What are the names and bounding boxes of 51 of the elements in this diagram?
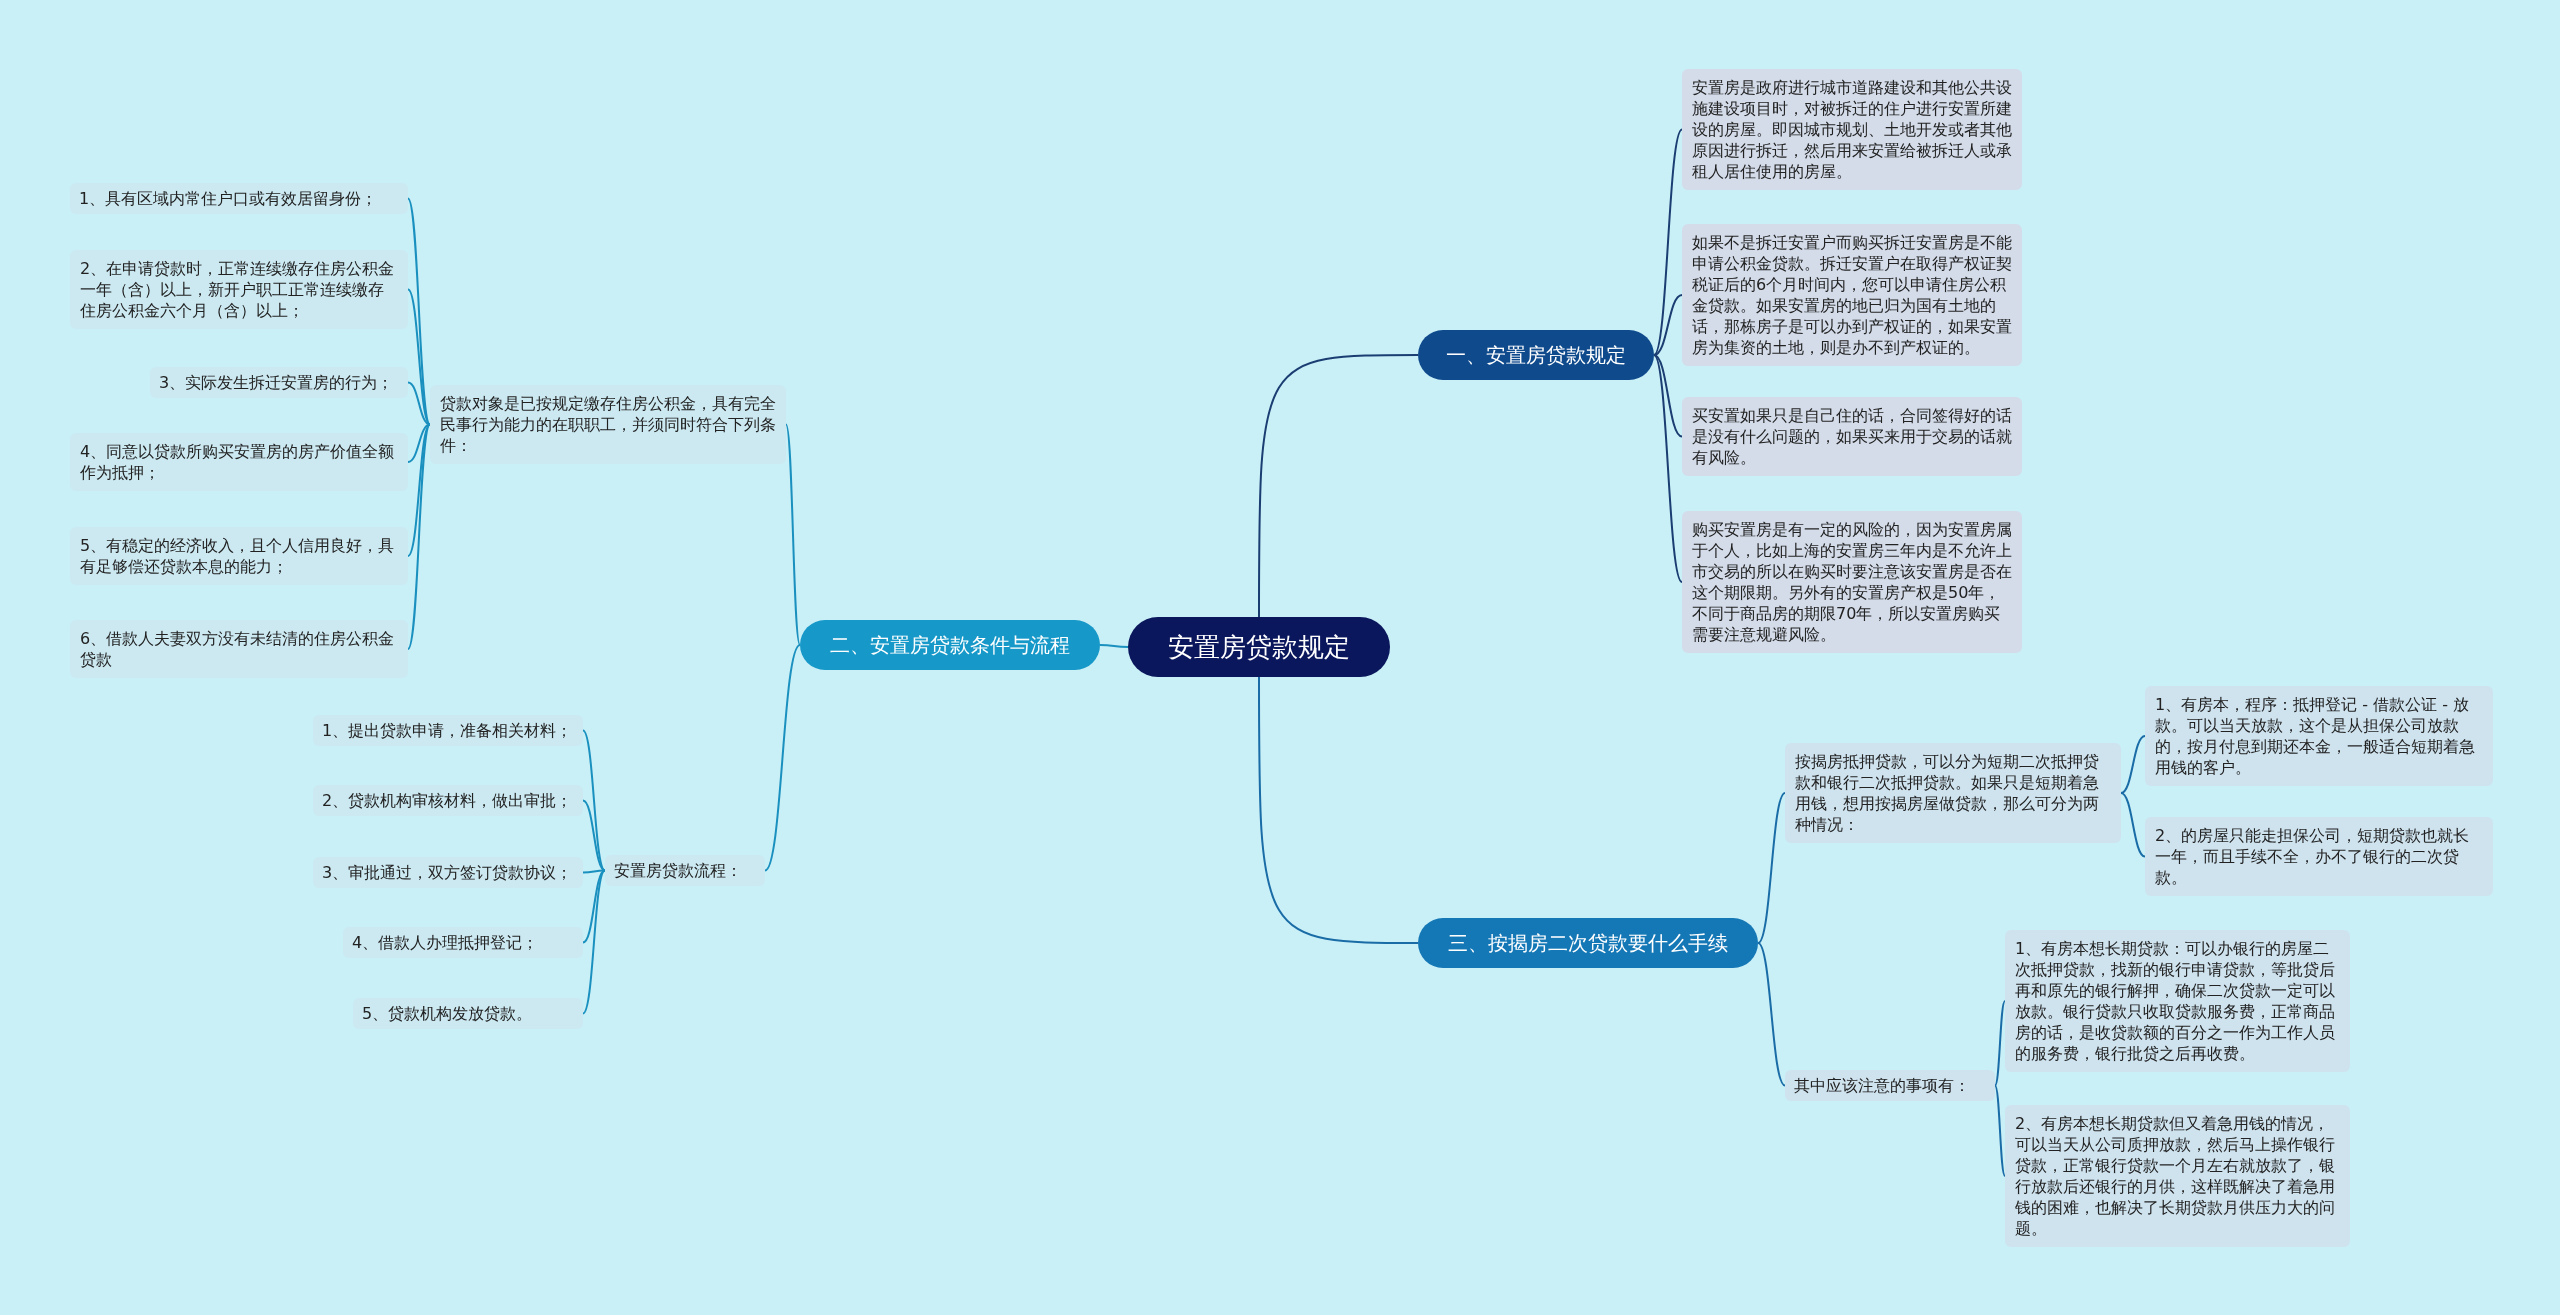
subtopic: 3、实际发生拆迁安置房的行为； [150,367,408,398]
branch-topic: 一、安置房贷款规定 [1418,330,1654,380]
subtopic: 2、有房本想长期贷款但又着急用钱的情况，可以当天从公司质押放款，然后马上操作银行贷款，正常银行贷款一个月左右就放款了，银行放款后还银行的月供，这样既解决了着急用钱的困难，也解决了长期贷款月供压力大的问题。 [2005,1105,2350,1247]
subtopic: 2、在申请贷款时，正常连续缴存住房公积金一年（含）以上，新开户职工正常连续缴存住房公积金六个月（含）以上； [70,250,408,329]
connector-line [1099,644,1129,648]
subtopic: 安置房贷款流程： [605,855,765,886]
subtopic: 5、贷款机构发放贷款。 [353,998,583,1029]
subtopic: 2、贷款机构审核材料，做出审批； [313,785,583,816]
subtopic: 4、借款人办理抵押登记； [343,927,583,958]
connector-line [582,869,606,1015]
connector-line [582,729,606,872]
connector-line [582,799,606,872]
subtopic: 1、有房本，程序：抵押登记 - 借款公证 - 放款。可以当天放款，这个是从担保公司放款的，按月付息到期还本金，一般适合短期着急用钱的客户。 [2145,686,2493,786]
connector-line [407,423,431,557]
connector-line [582,869,606,874]
connector-line [1994,1000,2006,1087]
subtopic: 贷款对象是已按规定缴存住房公积金，具有完全民事行为能力的在职职工，并须同时符合下列条件： [430,385,786,464]
subtopic: 安置房是政府进行城市道路建设和其他公共设施建设项目时，对被拆迁的住户进行安置所建设的房屋。即因城市规划、土地开发或者其他原因进行拆迁，然后用来安置给被拆迁人或承租人居住使用的房屋。 [1682,69,2022,190]
branch-topic: 二、安置房贷款条件与流程 [800,620,1100,670]
connector-line [2120,792,2146,858]
connector-line [1258,354,1419,618]
connector-line [407,381,431,426]
subtopic: 3、审批通过，双方签订贷款协议； [313,857,583,888]
subtopic: 1、提出贷款申请，准备相关材料； [313,715,583,746]
connector-line [407,423,431,650]
subtopic: 买安置如果只是自己住的话，合同签得好的话是没有什么问题的，如果买来用于交易的话就有风险。 [1682,397,2022,476]
connector-line [1653,294,1683,356]
subtopic: 4、同意以贷款所购买安置房的房产价值全额作为抵押； [70,433,408,491]
connector-line [1653,354,1683,438]
subtopic: 6、借款人夫妻双方没有未结清的住房公积金贷款 [70,620,408,678]
subtopic: 其中应该注意的事项有： [1785,1070,1995,1101]
subtopic: 1、具有区域内常住户口或有效居留身份； [70,183,408,214]
connector-line [407,288,431,426]
connector-line [785,423,801,646]
connector-line [764,644,801,872]
subtopic: 按揭房抵押贷款，可以分为短期二次抵押贷款和银行二次抵押贷款。如果只是短期着急用钱，想用按揭房屋做贷款，那么可分为两种情况： [1785,743,2121,843]
central-topic: 安置房贷款规定 [1128,617,1390,677]
subtopic: 购买安置房是有一定的风险的，因为安置房属于个人，比如上海的安置房三年内是不允许上市交易的所以在购买时要注意该安置房是否在这个期限期。另外有的安置房产权是50年，不同于商品房的期限70年，所以安置房购买需要注意规避风险。 [1682,511,2022,653]
subtopic: 5、有稳定的经济收入，且个人信用良好，具有足够偿还贷款本息的能力； [70,527,408,585]
subtopic: 1、有房本想长期贷款：可以办银行的房屋二次抵押贷款，找新的银行申请贷款，等批贷后再和原先的银行解押，确保二次贷款一定可以放款。银行贷款只收取贷款服务费，正常商品房的话，是收贷款额的百分之一作为工作人员的服务费，银行批贷之后再收费。 [2005,930,2350,1072]
subtopic: 如果不是拆迁安置户而购买拆迁安置房是不能申请公积金贷款。拆迁安置户在取得产权证契税证后的6个月时间内，您可以申请住房公积金贷款。如果安置房的地已归为国有土地的话，那栋房子是可以办到产权证的，如果安置房为集资的土地，则是办不到产权证的。 [1682,224,2022,366]
connector-line [1653,354,1683,583]
connector-line [1994,1084,2006,1177]
subtopic: 2、的房屋只能走担保公司，短期贷款也就长一年，而且手续不全，办不了银行的二次贷款。 [2145,817,2493,896]
connector-line [2120,735,2146,794]
branch-topic: 三、按揭房二次贷款要什么手续 [1418,918,1758,968]
connector-line [1653,128,1683,356]
connector-line [407,423,431,463]
connector-line [1258,676,1419,944]
connector-line [1757,792,1786,944]
connector-line [1757,942,1786,1087]
